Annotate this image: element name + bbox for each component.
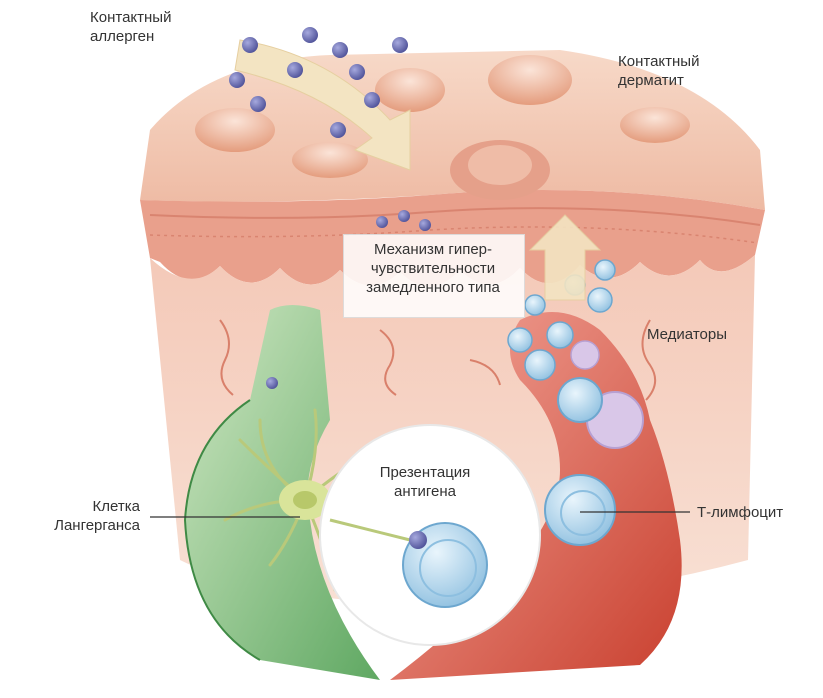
langerhans-label: Клетка Лангерганса [40,497,140,535]
dermatitis-label: Контактный дерматит [618,52,699,90]
mechanism-label: Механизм гипер- чувствительности замедле… [343,240,523,297]
presentation-label: Презентация антигена [360,463,490,501]
allergen-label: Контактный аллерген [90,8,171,46]
tcell-label: Т-лимфоцит [697,503,783,522]
presentation-circle [320,425,540,645]
mediators-label: Медиаторы [647,325,727,344]
